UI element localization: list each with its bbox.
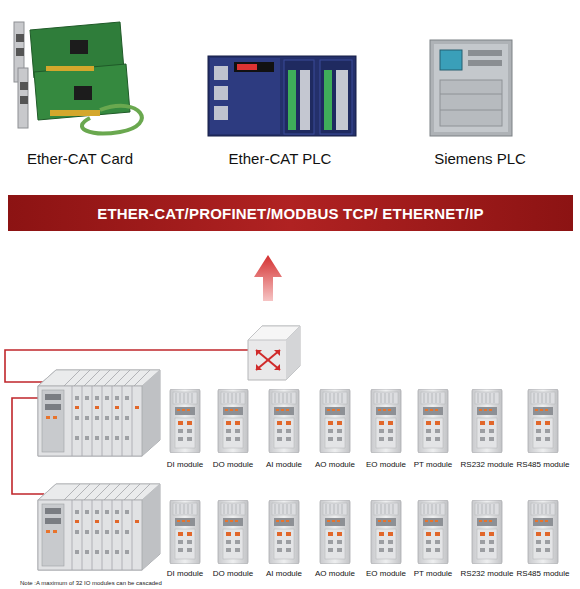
io-module-picture [528, 500, 558, 564]
module-label: EO module [352, 569, 420, 579]
ethercat-plc-picture [208, 56, 356, 136]
io-module-picture [371, 500, 401, 564]
io-module-picture [320, 500, 350, 564]
module-label: EO module [352, 460, 420, 470]
io-module-picture [371, 389, 401, 453]
io-module-node: EO module [358, 384, 414, 470]
io-module-node: DI module [157, 495, 213, 579]
uplink-arrow [254, 255, 282, 301]
module-label: PT module [399, 460, 467, 470]
io-module-node: PT module [405, 495, 461, 579]
module-label: RS232 module [453, 569, 521, 579]
protocol-band: ETHER-CAT/PROFINET/MODBUS TCP/ ETHERNET/… [8, 195, 573, 231]
module-label: AO module [301, 460, 369, 470]
device-node: Ether-CAT PLC [195, 10, 365, 168]
io-module-node: RS232 module [459, 495, 515, 579]
io-module-node: AO module [307, 495, 363, 579]
io-module-picture [418, 389, 448, 453]
io-module-picture [320, 389, 350, 453]
module-label: AO module [301, 569, 369, 579]
io-module-picture [218, 500, 248, 564]
module-label: RS232 module [453, 460, 521, 470]
io-module-node: DI module [157, 384, 213, 470]
protocol-text: ETHER-CAT/PROFINET/MODBUS TCP/ ETHERNET/… [97, 205, 483, 222]
network-switch [248, 326, 300, 380]
device-caption: Siemens PLC [380, 150, 580, 168]
io-module-node: EO module [358, 495, 414, 579]
module-label: AI module [250, 460, 318, 470]
module-label: DO module [199, 460, 267, 470]
note-text: Note :A maximum of 32 IO modules can be … [20, 579, 162, 587]
io-module-picture [269, 500, 299, 564]
io-module-picture [170, 389, 200, 453]
io-module-picture [528, 389, 558, 453]
io-module-node: AI module [256, 384, 312, 470]
device-caption: Ether-CAT Card [0, 150, 175, 168]
io-module-node: AI module [256, 495, 312, 579]
io-module-node: PT module [405, 384, 461, 470]
module-label: PT module [399, 569, 467, 579]
io-module-node: DO module [205, 495, 261, 579]
siemens-plc-picture [430, 40, 512, 136]
module-label: RS485 module [509, 569, 577, 579]
device-node: Ether-CAT Card [5, 10, 155, 168]
io-module-picture [472, 500, 502, 564]
io-coupler-picture [38, 484, 160, 570]
io-module-node: RS232 module [459, 384, 515, 470]
io-module-node: RS485 module [515, 384, 571, 470]
io-module-node: RS485 module [515, 495, 571, 579]
io-module-node: DO module [205, 384, 261, 470]
io-module-picture [418, 500, 448, 564]
device-caption: Ether-CAT PLC [175, 150, 385, 168]
io-module-picture [218, 389, 248, 453]
module-label: AI module [250, 569, 318, 579]
io-module-picture [269, 389, 299, 453]
ethercat-card-picture [14, 22, 142, 133]
module-label: DI module [151, 460, 219, 470]
io-coupler-picture [38, 370, 160, 456]
module-label: DO module [199, 569, 267, 579]
module-label: RS485 module [509, 460, 577, 470]
io-module-picture [472, 389, 502, 453]
device-node: Siemens PLC [400, 10, 560, 168]
io-module-node: AO module [307, 384, 363, 470]
io-module-picture [170, 500, 200, 564]
module-label: DI module [151, 569, 219, 579]
